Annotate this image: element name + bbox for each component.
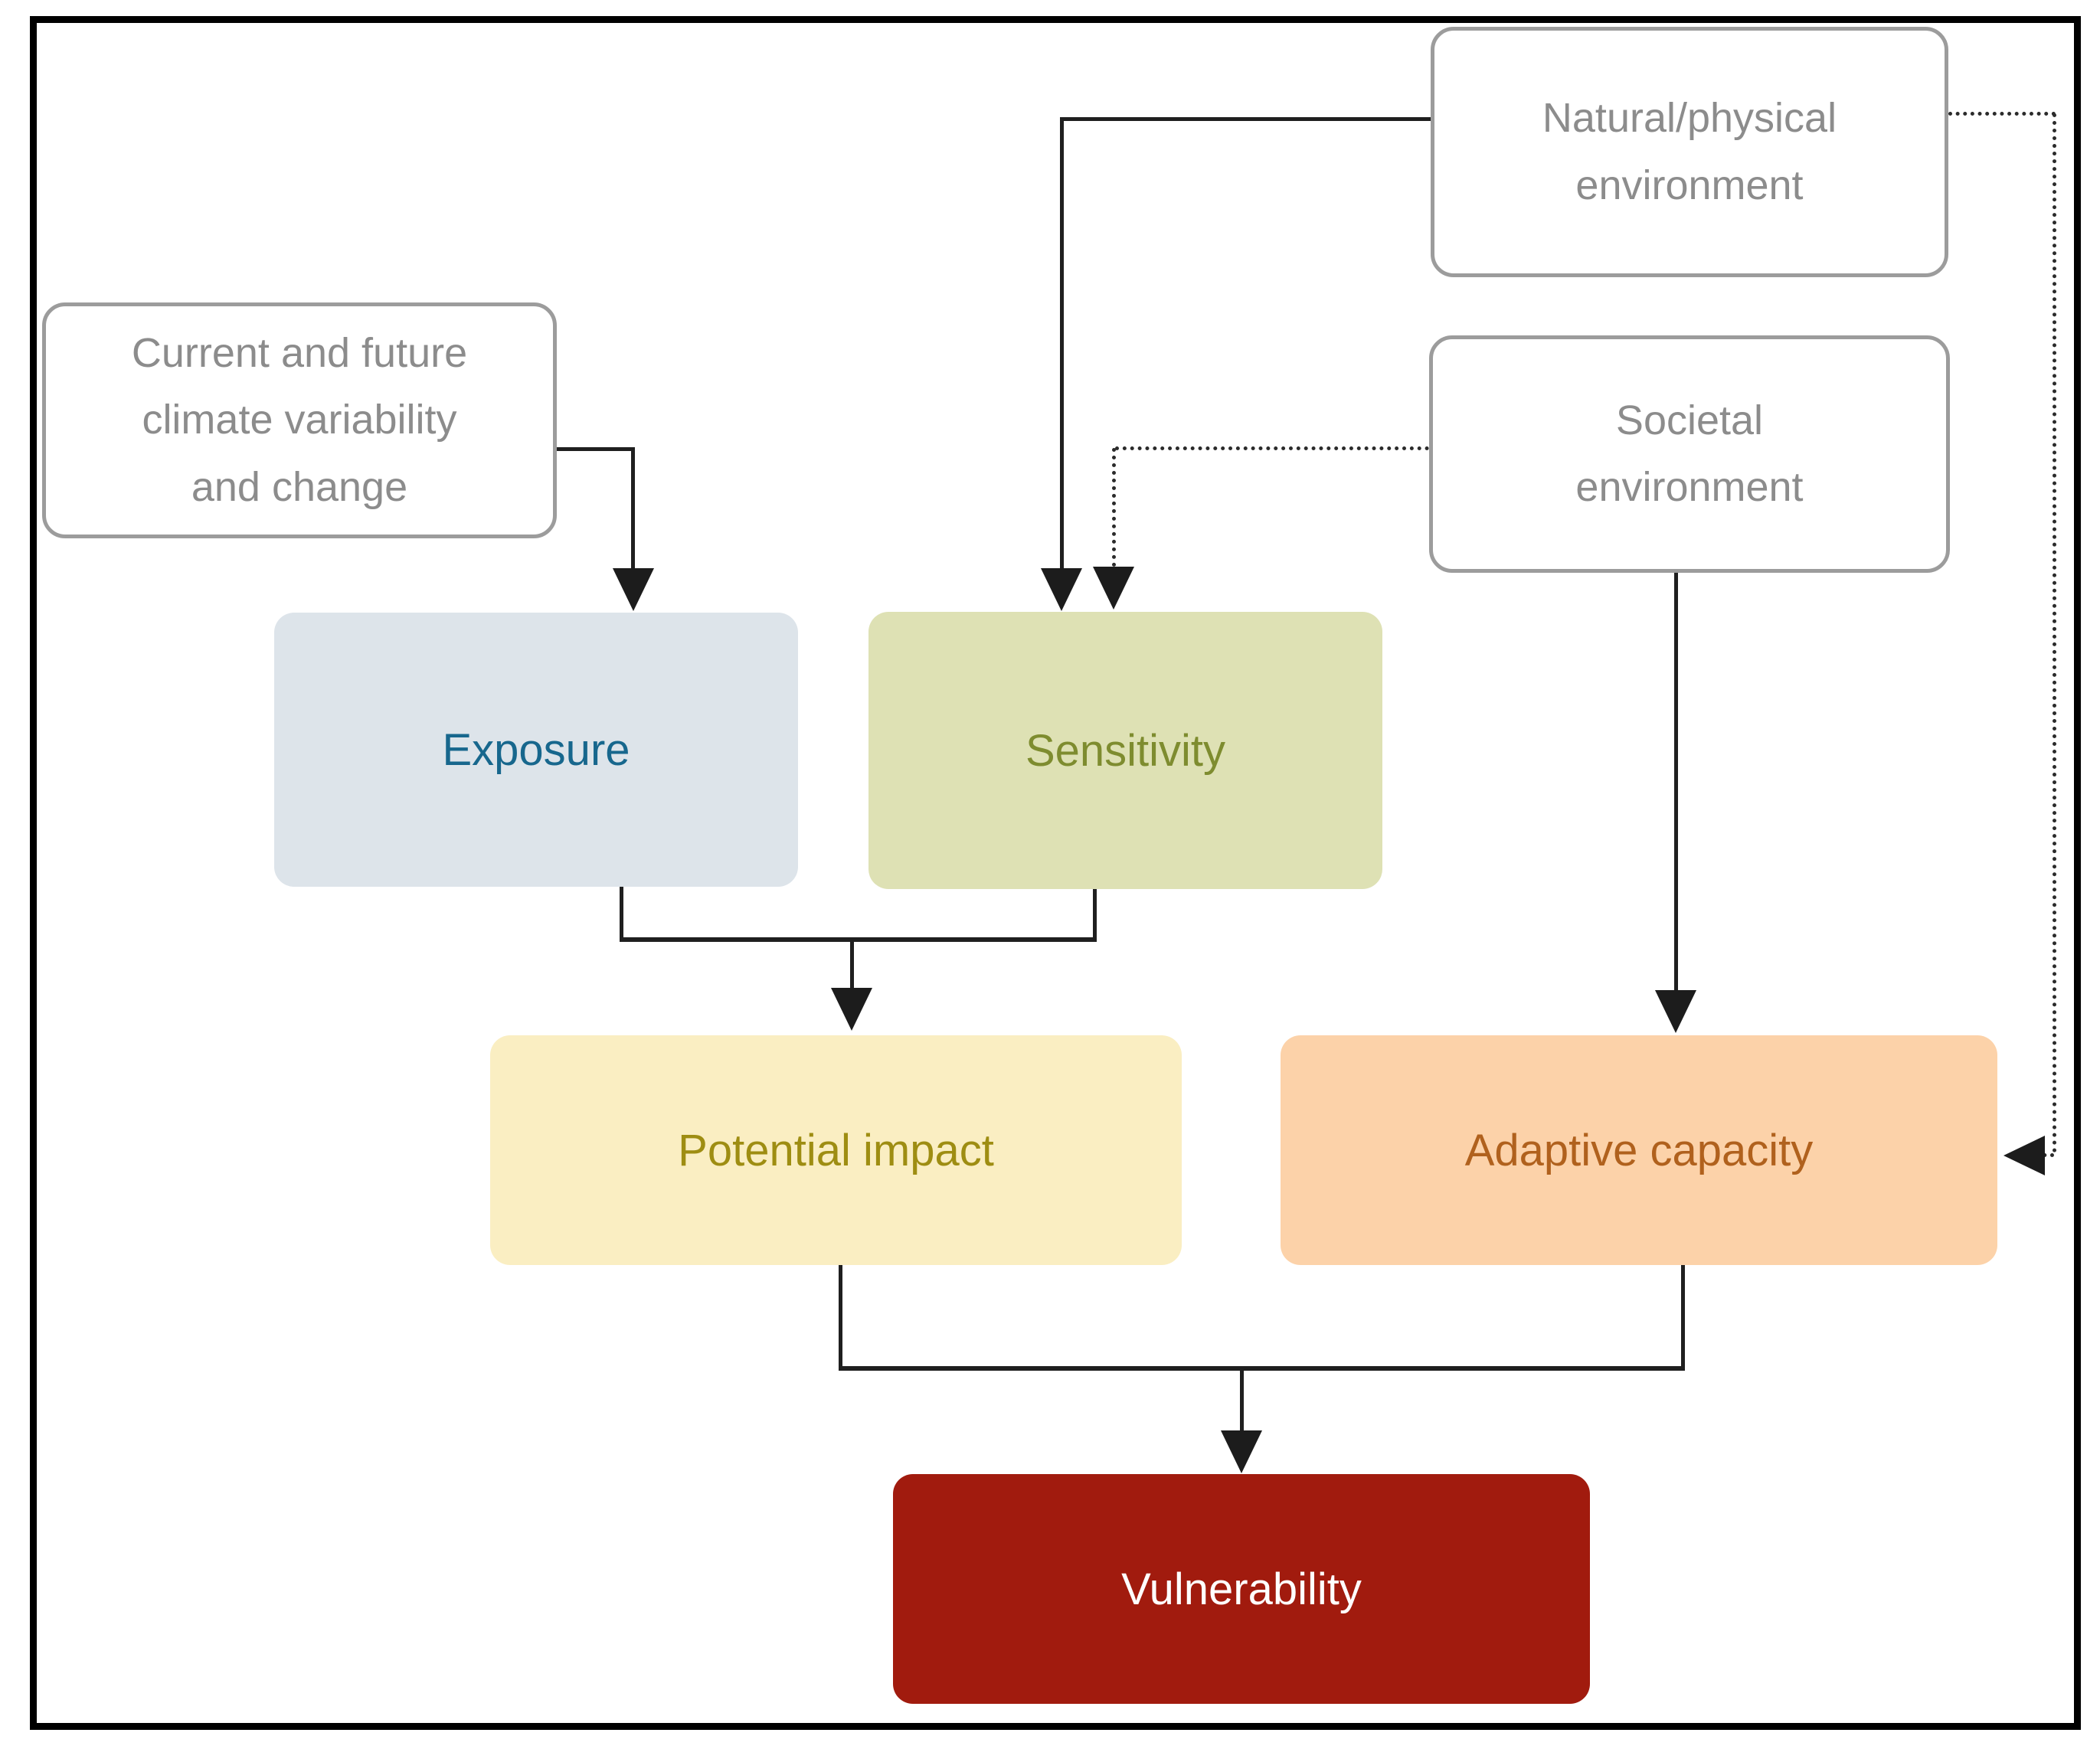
connector-potential-down (839, 1265, 842, 1369)
arrowhead-climate-to-exposure (613, 568, 654, 611)
node-sensitivity-label: Sensitivity (1025, 725, 1226, 776)
arrowhead-natural-to-sensitivity (1041, 568, 1082, 611)
node-adaptive-capacity: Adaptive capacity (1281, 1035, 1997, 1265)
arrowhead-societal-to-adaptive (1655, 990, 1696, 1033)
node-natural-physical-environment: Natural/physical environment (1431, 27, 1948, 277)
arrowhead-natural-to-adaptive (2004, 1136, 2045, 1175)
connector-sensitivity-down (1093, 889, 1097, 940)
node-climate-variability: Current and future climate variability a… (42, 302, 557, 538)
node-societal-environment-label: Societal environment (1575, 397, 1804, 510)
arrowhead-merge-to-potential (831, 988, 872, 1031)
connector-natural-to-adaptive-v (2053, 113, 2056, 1153)
connector-merge-to-potential-v (850, 942, 854, 989)
merge-bar-vulnerability (839, 1366, 1685, 1371)
connector-natural-to-adaptive-h-top (1948, 112, 2056, 116)
outer-frame (30, 16, 2081, 1730)
connector-societal-to-sensitivity-v (1112, 448, 1116, 567)
node-exposure-label: Exposure (442, 724, 630, 775)
node-adaptive-capacity-label: Adaptive capacity (1464, 1125, 1814, 1175)
node-societal-environment: Societal environment (1429, 335, 1950, 573)
connector-climate-to-exposure-v (631, 447, 635, 570)
node-potential-impact: Potential impact (490, 1035, 1182, 1265)
node-climate-variability-label: Current and future climate variability a… (131, 329, 468, 510)
connector-natural-to-sensitivity-v (1060, 117, 1064, 568)
connector-exposure-down (620, 887, 623, 940)
connector-societal-to-sensitivity-h (1115, 446, 1429, 450)
arrowhead-societal-to-sensitivity (1093, 567, 1134, 610)
connector-merge-to-vulnerability-v (1240, 1371, 1244, 1432)
node-exposure: Exposure (274, 613, 798, 887)
connector-natural-to-sensitivity-h (1061, 117, 1431, 121)
node-sensitivity: Sensitivity (868, 612, 1382, 889)
node-natural-physical-environment-label: Natural/physical environment (1542, 95, 1837, 208)
connector-societal-to-adaptive-v (1674, 573, 1678, 991)
node-vulnerability-label: Vulnerability (1121, 1564, 1362, 1614)
arrowhead-merge-to-vulnerability (1221, 1430, 1262, 1473)
node-potential-impact-label: Potential impact (678, 1125, 994, 1175)
connector-climate-to-exposure-h (557, 447, 633, 451)
merge-bar-potential-impact (620, 937, 1097, 942)
connector-adaptive-down (1681, 1265, 1685, 1369)
node-vulnerability: Vulnerability (893, 1474, 1590, 1704)
